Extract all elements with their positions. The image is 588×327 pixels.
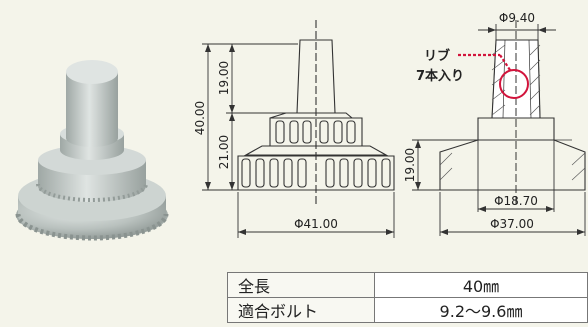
front-view [237,20,395,205]
spec-label: 全長 [227,272,375,298]
dim-tip-diameter: Φ9.40 [499,11,535,25]
section-view [439,20,586,205]
table-row: 適合ボルト 9.2～9.6㎜ [227,297,588,323]
section-arrows [415,27,585,235]
dim-bore-diameter: Φ18.70 [494,194,538,208]
lower-ring [237,155,395,191]
rib-callout [458,53,529,99]
front-arrows [205,44,394,235]
table-row: 全長 40㎜ [227,272,588,298]
rib-label: リブ [424,48,450,64]
upper-ribs [275,120,356,144]
rib-count-label: 7本入り [416,68,464,84]
lower-ribs [241,158,391,188]
spec-value: 9.2～9.6㎜ [374,297,588,323]
product-photo [15,60,169,241]
dim-section-height: 19.00 [403,148,417,182]
front-dimensions [202,43,395,238]
spec-value: 40㎜ [374,272,588,298]
dim-base-diameter: Φ37.00 [490,217,534,231]
spec-label: 適合ボルト [227,297,375,323]
dim-height-lower: 21.00 [217,135,231,169]
spec-table: 全長 40㎜ 適合ボルト 9.2～9.6㎜ [227,272,588,323]
dim-height-upper: 19.00 [217,61,231,95]
dim-height-total: 40.00 [193,101,207,135]
dim-outer-diameter: Φ41.00 [294,217,338,231]
